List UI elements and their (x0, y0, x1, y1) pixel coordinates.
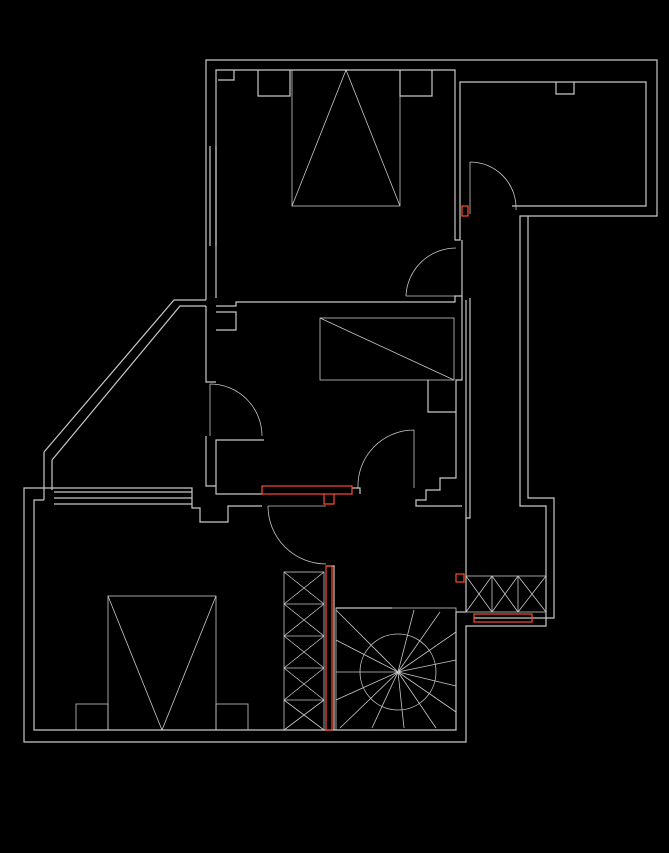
wall-upper-inner (215, 69, 647, 298)
stair-tread (339, 671, 399, 729)
cabinet-icon (465, 575, 547, 613)
door-study (357, 429, 415, 489)
bed-icon (291, 68, 401, 207)
stair-tread (397, 671, 457, 713)
stair-frame (335, 607, 457, 731)
stair-tread (397, 671, 457, 687)
exterior-walls (23, 59, 658, 743)
stair-tread (397, 631, 457, 673)
stair-tread (397, 611, 441, 673)
accent-post-upper (461, 205, 469, 217)
stair-tread (397, 671, 405, 729)
wall-east-inner (474, 216, 555, 619)
accent-wall-corridor-end (323, 494, 335, 505)
stair-well (326, 565, 335, 730)
wall-diagonal-inner (51, 305, 206, 461)
wall-lower-inner (33, 499, 457, 731)
stair-tread (335, 609, 399, 673)
partition-corridor (352, 487, 361, 494)
stair-inner-circle (359, 633, 437, 711)
door-bedroom-lower (267, 505, 327, 565)
stair-tread (397, 659, 457, 673)
desk-icon (319, 317, 455, 381)
partition-east-upper (427, 296, 463, 413)
accent-sill-east (473, 613, 533, 623)
accent-wall-corridor (261, 485, 353, 495)
wall-bedroom-left-top (43, 487, 262, 523)
stair-tread (397, 609, 415, 673)
partition-west (205, 306, 216, 383)
wall-diagonal-outer (43, 299, 206, 453)
spiral-staircase-icon (335, 607, 457, 731)
partition-closet (415, 412, 462, 507)
interior-walls (205, 70, 575, 730)
partition-west-3 (215, 486, 262, 495)
accent-elements (261, 205, 533, 731)
bed-icon (75, 595, 249, 732)
stair-tread (397, 671, 437, 729)
stair-tread (335, 639, 399, 673)
stair-tread (371, 671, 399, 729)
wall-upper-outer (23, 59, 658, 743)
stair-tread (335, 671, 399, 701)
accent-wall-stair (325, 565, 333, 731)
door-west-room (209, 383, 263, 437)
wardrobe-icon (283, 571, 325, 731)
door-bedroom-upper (405, 247, 457, 297)
door-terrace (469, 161, 517, 214)
partition-west-2 (205, 436, 264, 487)
partition-mid-lower (216, 311, 237, 331)
accent-post-east (455, 573, 465, 583)
partition-east (465, 298, 471, 519)
doors (209, 161, 517, 565)
